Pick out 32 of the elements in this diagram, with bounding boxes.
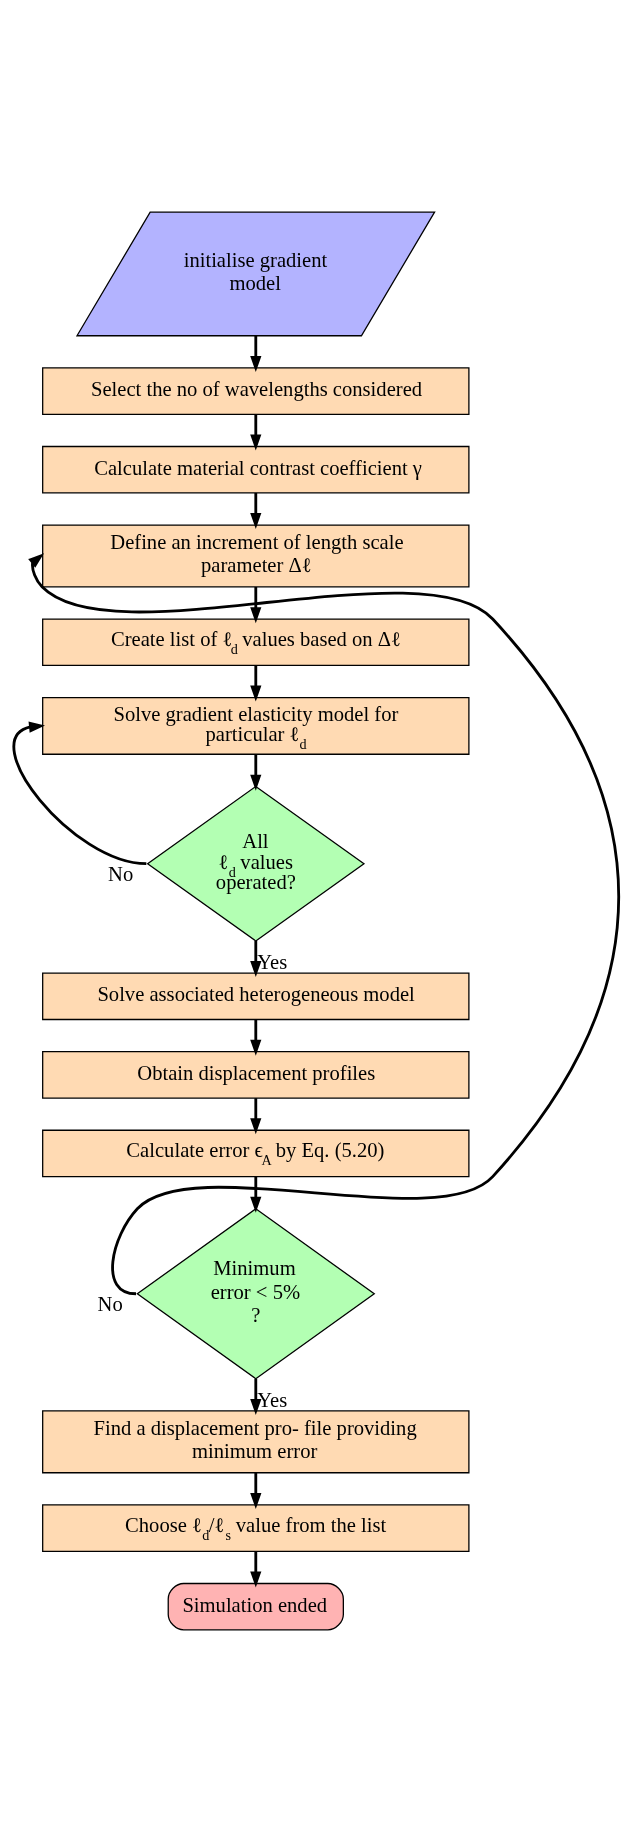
arrow (250, 1019, 262, 1056)
arrow (250, 754, 262, 791)
arrow (250, 1378, 262, 1415)
arrow (250, 492, 262, 529)
arrow (250, 940, 262, 977)
arrow (250, 335, 262, 372)
node-box: Solve gradient elasticity model for particular ℓ$_{d}$ (42, 696, 470, 755)
node-box: Select the no of wavelengths considered (42, 366, 470, 415)
node-box: Choose ℓ$_{d}$/ℓ$_{s}$ value from the list (42, 1503, 470, 1552)
arrow (28, 552, 621, 1295)
node-diamond: Minimum error < 5% ? (136, 1207, 376, 1380)
node-box: Define an increment of length scale parameter Δℓ (42, 523, 470, 587)
arrow (250, 1550, 262, 1587)
node-box: Obtain displacement profiles (42, 1050, 470, 1099)
edge-label: Yes (257, 950, 288, 973)
edge-label: No (97, 1292, 123, 1315)
arrow (250, 665, 262, 702)
arrow (250, 586, 262, 623)
arrow (250, 1097, 262, 1134)
node-box: Simulation ended (167, 1582, 344, 1630)
node-box: Calculate error ϵ$_{A}$ by Eq. (5.20) (42, 1129, 470, 1177)
arrow (13, 721, 147, 865)
node-box: Solve associated heterogeneous model (42, 972, 470, 1020)
arrow (250, 1472, 262, 1509)
node-box: Find a displacement pro- file providing minimum error (42, 1409, 470, 1473)
edge-label: No (108, 862, 134, 885)
arrow (250, 1176, 262, 1213)
arrow (250, 413, 262, 450)
edge-label: Yes (257, 1388, 288, 1411)
node-box: Create list of ℓ$_{d}$ values based on Δℓ (42, 617, 470, 666)
node-diamond: All ℓ$_{d}$ values operated? (146, 785, 366, 942)
node-box: Calculate material contrast coefficient γ (42, 445, 470, 493)
